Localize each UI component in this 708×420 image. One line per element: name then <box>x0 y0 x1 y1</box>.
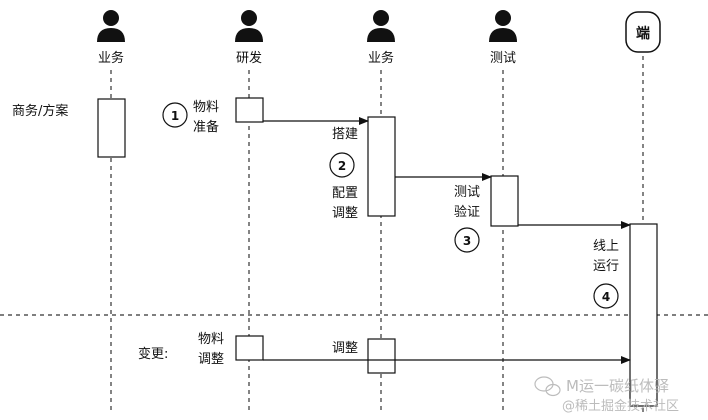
label-change-adjust: 调整 <box>332 341 358 356</box>
actor-client: 端 <box>625 11 661 53</box>
actor-label: 研发 <box>236 50 262 66</box>
step-marker-3: 3 <box>454 227 480 253</box>
step-number: 1 <box>171 109 179 123</box>
watermark: M​运一碳纸体驿 @稀土掘金技术社区 <box>534 376 679 414</box>
label-material-1: 物料 <box>193 100 219 115</box>
label-online-1: 线上 <box>593 239 619 254</box>
step-number: 4 <box>602 290 610 304</box>
activation-material-prep <box>235 97 264 123</box>
step-marker-4: 4 <box>593 283 619 309</box>
actor-rd: 研发 <box>235 10 263 66</box>
label-change-material-1: 物料 <box>198 332 224 347</box>
watermark-line2: @稀土掘金技术社区 <box>562 398 679 414</box>
label-build: 搭建 <box>332 126 358 142</box>
client-box <box>625 11 661 53</box>
activation-test-verify <box>490 175 519 227</box>
actor-label: 业务 <box>368 50 394 66</box>
label-business-plan: 商务/方案 <box>12 103 68 119</box>
label-change-material-2: 调整 <box>198 352 224 367</box>
step-marker-2: 2 <box>329 152 355 178</box>
person-icon <box>235 10 263 42</box>
person-icon <box>489 10 517 42</box>
label-test-2: 验证 <box>454 204 480 220</box>
label-config-1: 配置 <box>332 186 358 201</box>
actor-label: 端 <box>636 25 650 42</box>
activation-business-plan <box>97 98 126 158</box>
person-icon <box>97 10 125 42</box>
label-material-2: 准备 <box>193 119 219 135</box>
label-test-1: 测试 <box>454 185 480 200</box>
step-number: 3 <box>463 234 471 248</box>
label-change: 变更: <box>138 346 168 362</box>
actor-test: 测试 <box>489 10 517 66</box>
actor-business-1: 业务 <box>97 10 125 66</box>
label-online-2: 运行 <box>593 259 619 274</box>
watermark-line1: M​运一碳纸体驿 <box>566 377 669 395</box>
activation-build-config <box>367 116 396 217</box>
activation-online-run <box>629 223 658 407</box>
actor-business-2: 业务 <box>367 10 395 66</box>
step-marker-1: 1 <box>162 102 188 128</box>
activation-change-adjust <box>367 338 396 374</box>
step-number: 2 <box>338 159 346 173</box>
actor-label: 业务 <box>98 50 124 66</box>
actor-label: 测试 <box>490 51 516 66</box>
label-config-2: 调整 <box>332 206 358 221</box>
wechat-icon <box>534 376 561 397</box>
person-icon <box>367 10 395 42</box>
activation-change-material <box>235 335 264 361</box>
